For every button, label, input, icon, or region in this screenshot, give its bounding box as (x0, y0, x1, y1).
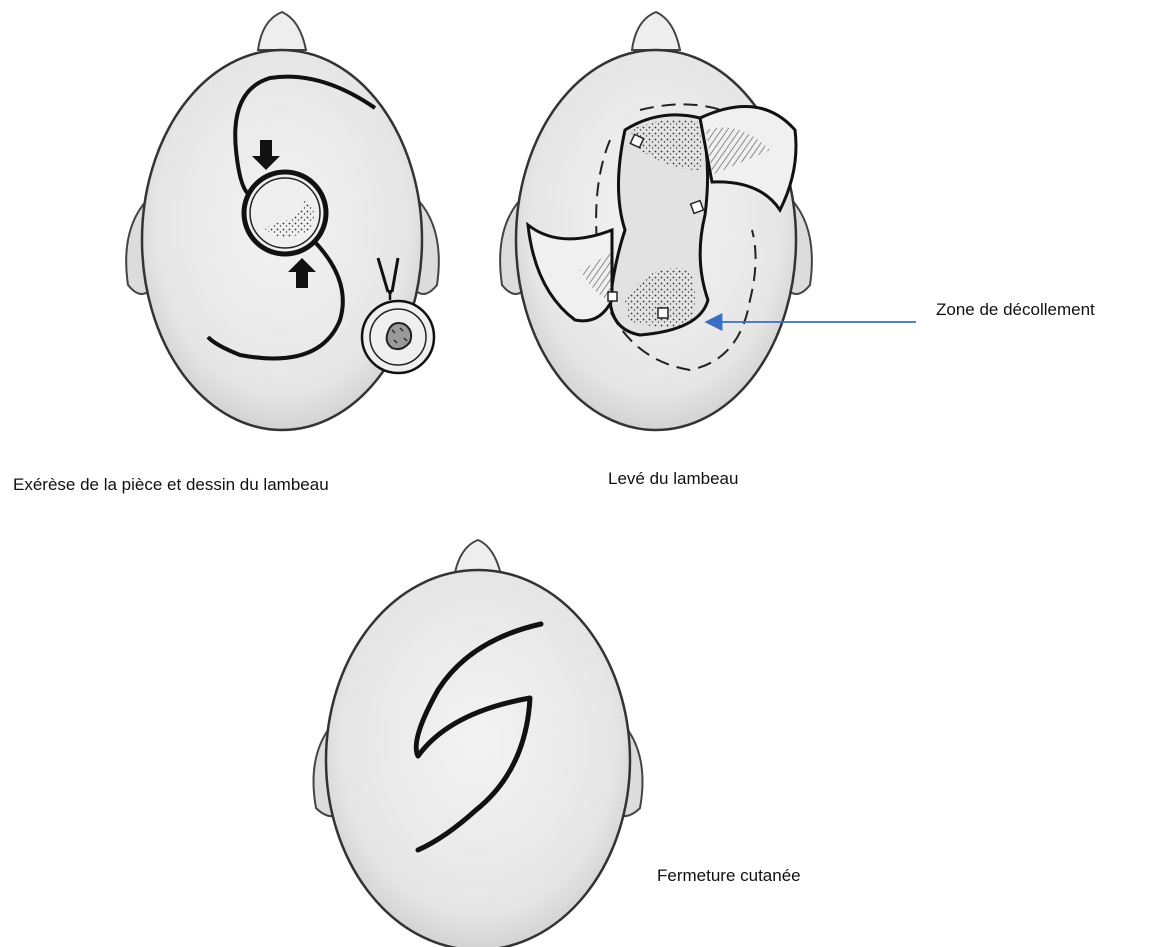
marker-square (658, 308, 668, 318)
nose-1 (258, 12, 306, 50)
marker-square (608, 292, 617, 301)
head-step2 (500, 12, 916, 430)
tumor (387, 323, 411, 349)
caption-closure: Fermeture cutanée (657, 866, 801, 886)
caption-undermining-zone: Zone de décollement (936, 300, 1095, 320)
head-step3 (314, 540, 643, 947)
caption-flap-raised: Levé du lambeau (608, 469, 738, 489)
caption-excision: Exérèse de la pièce et dessin du lambeau (13, 475, 329, 495)
nose-2 (632, 12, 680, 50)
marker-square (691, 201, 704, 214)
scalp-3 (326, 570, 630, 947)
head-step1 (126, 12, 439, 430)
